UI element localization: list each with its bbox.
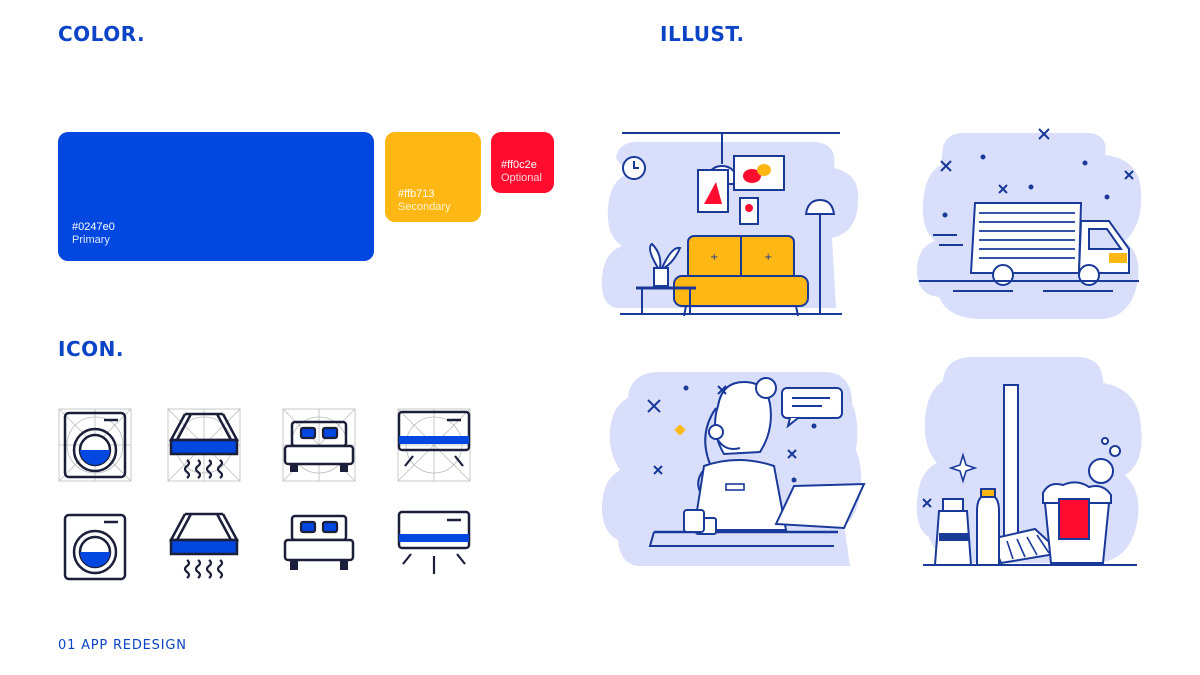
swatch-optional-label: Optional	[501, 172, 542, 184]
range-hood-icon	[167, 408, 241, 482]
customer-support-illustration	[598, 360, 868, 570]
swatch-secondary: #ffb713 Secondary	[385, 132, 481, 222]
bed-icon	[282, 408, 356, 482]
swatch-secondary-label: Secondary	[398, 201, 451, 213]
project-footer-label: 01 APP REDESIGN	[58, 638, 187, 653]
swatch-optional: #ff0c2e Optional	[491, 132, 554, 193]
swatch-primary-hex: #0247e0	[72, 221, 115, 233]
swatch-optional-hex: #ff0c2e	[501, 159, 537, 171]
swatch-primary: #0247e0 Primary	[58, 132, 374, 261]
svg-text:+: +	[764, 252, 772, 263]
color-section-title: COLOR.	[58, 22, 146, 46]
washing-machine-icon	[58, 510, 132, 584]
swatch-primary-label: Primary	[72, 234, 110, 246]
air-conditioner-icon	[397, 508, 471, 582]
icon-section-title: ICON.	[58, 337, 124, 361]
svg-text:+: +	[710, 252, 718, 263]
range-hood-icon	[167, 508, 241, 582]
cleaning-supplies-illustration	[913, 353, 1148, 568]
swatch-secondary-hex: #ffb713	[398, 188, 435, 200]
bed-icon	[282, 510, 356, 584]
air-conditioner-icon	[397, 408, 471, 482]
washing-machine-icon	[58, 408, 132, 482]
moving-truck-illustration	[913, 125, 1148, 323]
illust-section-title: ILLUST.	[660, 22, 745, 46]
living-room-illustration: + +	[598, 128, 863, 323]
